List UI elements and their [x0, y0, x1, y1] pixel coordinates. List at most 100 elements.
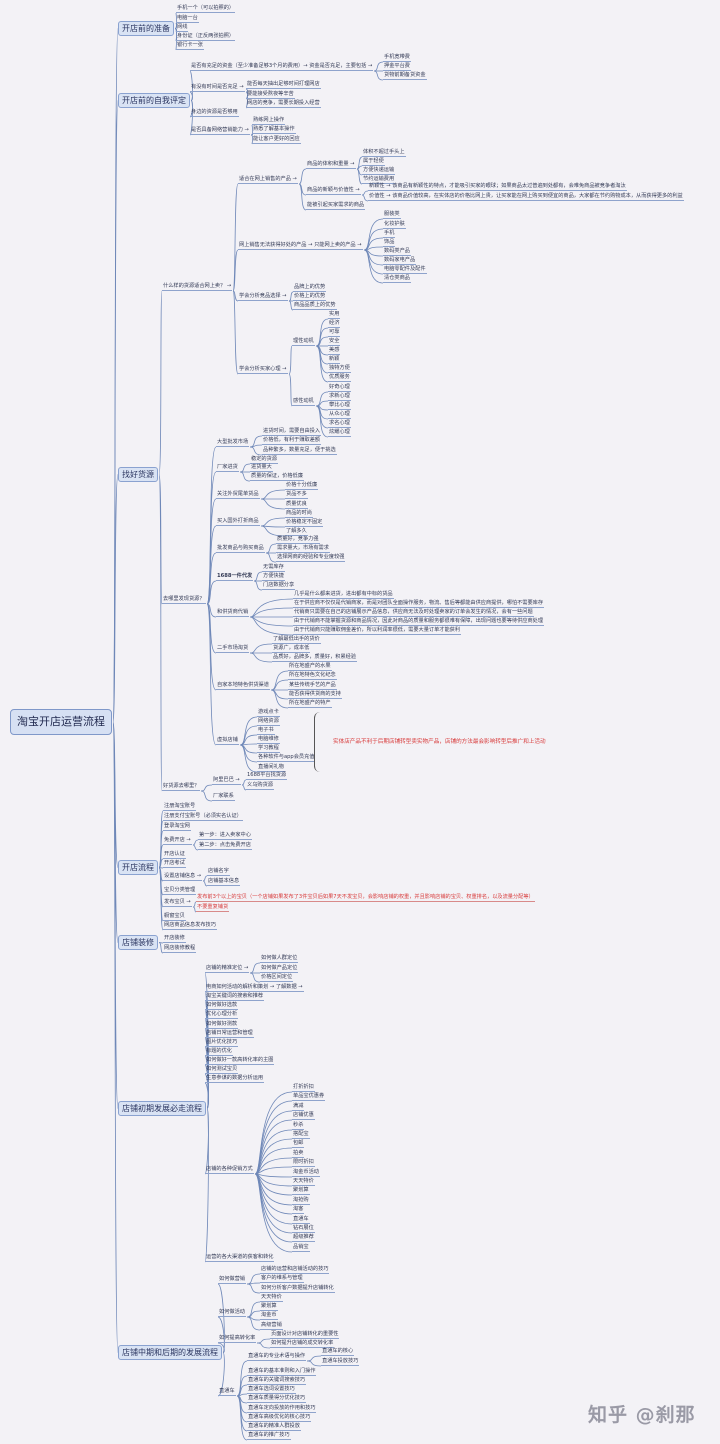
topic-node[interactable]: 单品宝优惠券: [292, 1093, 326, 1102]
topic-node[interactable]: 设置店铺信息 →: [163, 873, 203, 881]
topic-node[interactable]: 价格十分低廉: [285, 482, 319, 490]
topic-node[interactable]: 货物前期备货资金: [383, 72, 427, 80]
topic-node[interactable]: 电脑维修: [257, 736, 280, 744]
branch-node[interactable]: 找好货源: [118, 466, 158, 482]
branch-node[interactable]: 店铺装修: [118, 934, 158, 950]
topic-node[interactable]: 开店认证: [163, 851, 186, 859]
topic-node[interactable]: 第一步：进入卖家中心: [198, 832, 252, 840]
topic-node[interactable]: 店铺日常运营和管理: [205, 1030, 254, 1038]
topic-node[interactable]: 如何做好选款: [205, 1002, 239, 1010]
topic-node[interactable]: 要能接受熬夜等辛苦: [246, 91, 295, 99]
topic-node[interactable]: 淘金币: [260, 1312, 278, 1320]
topic-node[interactable]: 注册淘宝账号: [163, 803, 197, 811]
topic-node[interactable]: 了解多久: [285, 528, 308, 536]
topic-node[interactable]: 发布前3个以上的宝贝（一个店铺如果发布了3件宝贝后如果7天不发宝贝，会影响店铺的…: [196, 894, 535, 902]
topic-node[interactable]: 包邮: [292, 1140, 305, 1149]
topic-node[interactable]: 数码家电产品: [383, 257, 417, 265]
topic-node[interactable]: 所在地盛产的特产: [288, 700, 332, 708]
topic-node[interactable]: 如何做活动: [218, 1309, 246, 1317]
topic-node[interactable]: 身份证（正反两张拍照）: [176, 33, 236, 41]
topic-node[interactable]: 网络资源: [257, 718, 280, 726]
topic-node[interactable]: 义乌购货源: [246, 782, 274, 790]
topic-node[interactable]: 可靠: [328, 329, 341, 337]
topic-node[interactable]: 几乎是什么都来进货，进出都有中标的货品: [293, 591, 394, 599]
topic-node[interactable]: 店铺的精准定位 →: [205, 965, 250, 973]
topic-node[interactable]: 属于轻便: [362, 158, 385, 166]
topic-node[interactable]: 方便快递运输: [362, 167, 396, 175]
topic-node[interactable]: 直通车: [218, 1388, 236, 1396]
topic-node[interactable]: 优化心理分析: [205, 1011, 239, 1019]
topic-node[interactable]: 学会分析买家心理 →: [238, 366, 288, 374]
topic-node[interactable]: 二手市场淘货: [216, 645, 250, 653]
topic-node[interactable]: 阿里巴巴 →: [212, 777, 241, 785]
topic-node[interactable]: 橱窗宝贝: [163, 913, 186, 921]
topic-node[interactable]: 是否具备网络营销能力 →: [190, 127, 250, 135]
topic-node[interactable]: 如何做产品定位: [260, 965, 299, 973]
branch-node[interactable]: 开店前的自我评定: [118, 92, 190, 108]
topic-node[interactable]: 化妆护肤: [383, 221, 406, 229]
topic-node[interactable]: 价值性 → 该商品价值较高，在实体店的价格比网上贵，让买家能在网上购买到便宜的商…: [368, 193, 684, 201]
topic-node[interactable]: 商品的体积和重量 →: [306, 161, 356, 169]
topic-node[interactable]: 进货时间，需要自由投入: [262, 428, 322, 436]
topic-node[interactable]: 自家本地特色供货渠道: [216, 682, 270, 690]
topic-node[interactable]: 稳定的货源: [250, 456, 278, 464]
topic-node[interactable]: 图片优化技巧: [205, 1039, 239, 1047]
topic-node[interactable]: 网店的竞争，需要长期投入经营: [246, 100, 321, 108]
topic-node[interactable]: 能被引起买家需求的商品: [306, 202, 366, 210]
topic-node[interactable]: 天天特价: [292, 1178, 315, 1186]
topic-node[interactable]: 虚拟店铺: [216, 737, 239, 745]
topic-node[interactable]: 开店装修: [163, 935, 186, 943]
topic-node[interactable]: 学习教程: [257, 745, 280, 753]
topic-node[interactable]: 生意参谋的数据分析运用: [205, 1075, 265, 1083]
root-node[interactable]: 淘宝开店运营流程: [10, 709, 112, 735]
topic-node[interactable]: 选择网商的经验和专业度较强: [276, 554, 346, 562]
topic-node[interactable]: 直通车选词设置技巧: [247, 1386, 296, 1394]
topic-node[interactable]: 押金平台费: [383, 63, 411, 71]
topic-node[interactable]: 限时折扣: [292, 1159, 315, 1168]
branch-node[interactable]: 店铺中期和后期的发展流程: [118, 1344, 222, 1360]
topic-node[interactable]: 节约运输费用: [362, 176, 396, 184]
topic-node[interactable]: 如何分析客户数据提升店铺转化: [260, 1285, 335, 1293]
topic-node[interactable]: 货品不多: [285, 491, 308, 499]
topic-node[interactable]: 质量优良: [285, 501, 308, 509]
topic-node[interactable]: 网店装修教程: [163, 945, 197, 953]
topic-node[interactable]: 价格区间定位: [260, 974, 294, 982]
topic-node[interactable]: 美感: [328, 347, 341, 355]
topic-node[interactable]: 电脑一台: [176, 15, 199, 23]
topic-node[interactable]: 打折折扣: [292, 1084, 315, 1092]
topic-node[interactable]: 直通车的核心: [321, 1348, 355, 1356]
topic-node[interactable]: 直通车的推广技巧: [247, 1432, 291, 1440]
topic-node[interactable]: 不要重复铺货: [196, 904, 230, 912]
topic-node[interactable]: 去哪里发现货源？: [162, 596, 206, 604]
topic-node[interactable]: 货源广，成本低: [272, 645, 311, 653]
topic-node[interactable]: 厂家联系: [212, 793, 235, 801]
topic-node[interactable]: 质量的保证，价格低廉: [250, 473, 304, 481]
topic-node[interactable]: 有没有时间是否充足 →: [190, 84, 245, 92]
topic-node[interactable]: 直通车投放技巧: [321, 1358, 360, 1366]
topic-node[interactable]: 网上销售无法获得好处的产品 → 只能网上卖的产品 →: [238, 242, 363, 250]
topic-node[interactable]: 求名心理: [328, 420, 351, 428]
topic-node[interactable]: 实用: [328, 311, 341, 319]
topic-node[interactable]: 某些传统手艺的产品: [288, 682, 337, 690]
topic-node[interactable]: 淘宝关键词的搜索和推荐: [205, 993, 265, 1001]
topic-node[interactable]: 好货源去哪里？: [162, 783, 201, 791]
topic-node[interactable]: 由于代销商不能掌握货源和商品情况，因此对商品的质量和服务都很难有保障，出现问题也…: [293, 618, 545, 626]
topic-node[interactable]: 店铺的各种促销方式: [205, 1166, 254, 1174]
topic-node[interactable]: 数码类产品: [383, 248, 411, 256]
topic-node[interactable]: 身边的资源是否够用: [190, 109, 239, 117]
topic-node[interactable]: 价格稳定不固定: [285, 519, 324, 527]
topic-node[interactable]: 质量好，竞争力强: [276, 536, 320, 544]
topic-node[interactable]: 需求量大，市场有需求: [276, 545, 330, 553]
topic-node[interactable]: 体积不超过手头上: [362, 149, 406, 157]
topic-node[interactable]: 无需库存: [262, 564, 285, 572]
topic-node[interactable]: 各种软件与app会员充值: [257, 754, 316, 762]
topic-node[interactable]: 如何做好测款: [205, 1021, 239, 1029]
topic-node[interactable]: 从众心理: [328, 411, 351, 419]
topic-node[interactable]: 所在地特色文化纪念: [288, 672, 337, 680]
topic-node[interactable]: 直通车的基本准则和入门操作: [247, 1368, 317, 1376]
topic-node[interactable]: 注册支付宝账号（必须实名认证）: [163, 813, 243, 821]
branch-node[interactable]: 开店流程: [118, 859, 158, 875]
topic-node[interactable]: 能让客户更好的回应: [252, 136, 301, 144]
topic-node[interactable]: 大型批发市场: [216, 439, 250, 447]
topic-node[interactable]: 聚划算: [292, 1187, 310, 1196]
